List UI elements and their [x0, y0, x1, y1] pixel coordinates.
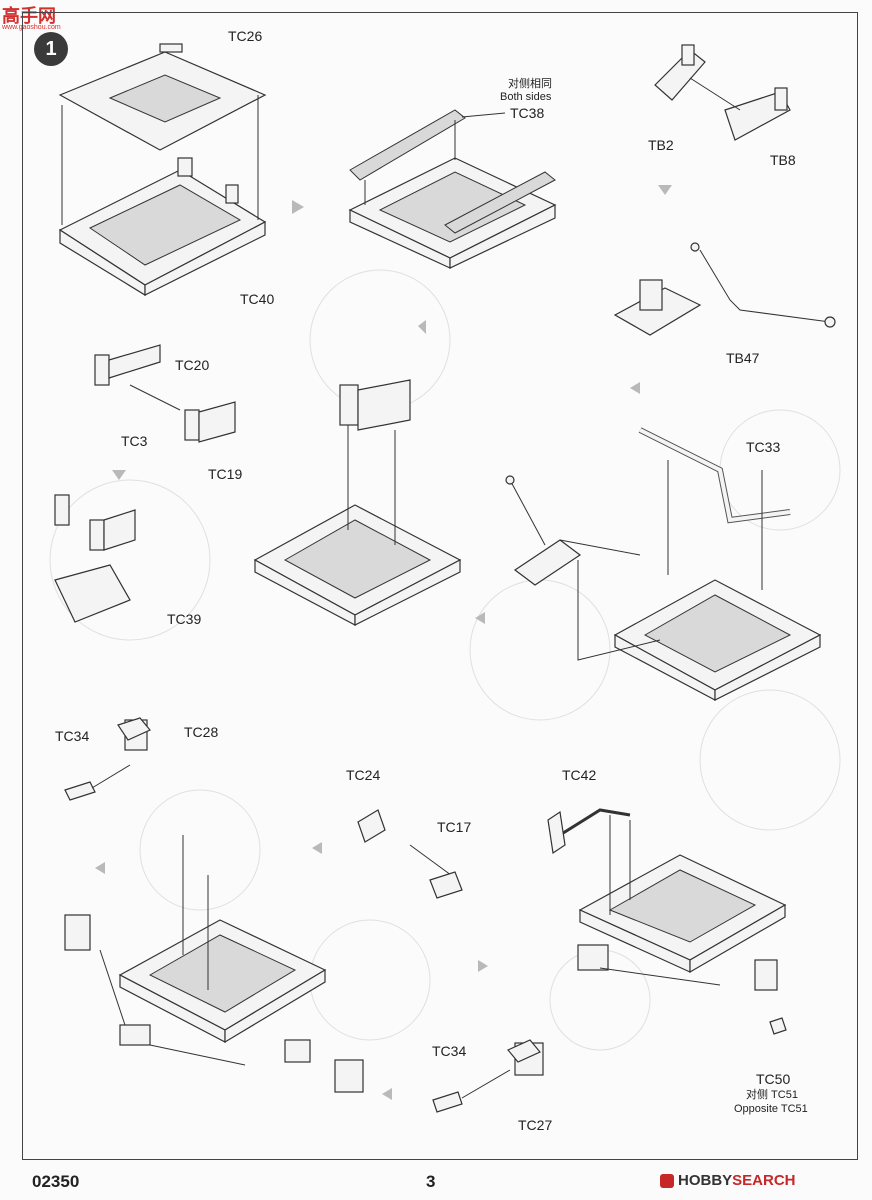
tc33-assembly-drawing: [505, 427, 822, 701]
label-tc38-note-en: Both sides: [500, 91, 552, 103]
label-tc34-upper: TC34: [55, 728, 90, 744]
tc39-drawing: [54, 494, 136, 623]
label-tb2: TB2: [648, 137, 674, 153]
page-frame: [22, 12, 858, 1160]
label-tc17: TC17: [437, 819, 472, 835]
tc40-frame-drawing: [58, 157, 267, 297]
step-number-badge: 1: [34, 32, 68, 66]
lower-left-assembly-drawing: [64, 914, 364, 1093]
page-number: 3: [426, 1172, 436, 1191]
label-tc39: TC39: [167, 611, 202, 627]
hobbysearch-logo-icon: [660, 1173, 674, 1188]
tc34-tc27-drawing: [432, 1039, 544, 1113]
watermark-site: 高手网: [2, 6, 56, 26]
lower-right-assembly-drawing: [547, 808, 787, 1035]
hobbysearch-watermark: HOBBY SEARCH: [660, 1172, 796, 1189]
label-tb8: TB8: [770, 152, 796, 168]
label-tc42: TC42: [562, 767, 597, 783]
tc24-tc17-drawing: [357, 809, 463, 899]
product-code: 02350: [32, 1172, 80, 1191]
label-tc40: TC40: [240, 291, 275, 307]
label-tb47: TB47: [726, 350, 760, 366]
label-tc50: TC50: [756, 1071, 791, 1087]
tb47-drawing: [613, 242, 836, 336]
label-tc51-cn: 对侧 TC51: [746, 1089, 798, 1101]
label-tc28: TC28: [184, 724, 219, 740]
label-tc3: TC3: [121, 433, 148, 449]
tc34-tc28-drawing: [64, 717, 151, 801]
tc26-plate-drawing: [58, 43, 267, 151]
watermark-logo: 高手网 www.gaoshou.com: [2, 2, 61, 31]
label-tc33: TC33: [746, 439, 781, 455]
label-tc24: TC24: [346, 767, 381, 783]
label-tc34-lower: TC34: [432, 1043, 467, 1059]
tc20-tc3-tc19-drawing: [94, 344, 236, 443]
label-tc27: TC27: [518, 1117, 553, 1133]
label-tc26: TC26: [228, 28, 263, 44]
watermark-url: www.gaoshou.com: [2, 24, 61, 31]
label-tc19: TC19: [208, 466, 243, 482]
label-tc38: TC38: [510, 105, 545, 121]
label-tc20: TC20: [175, 357, 210, 373]
label-tc51-en: Opposite TC51: [734, 1103, 808, 1115]
center-frame-row2-drawing: [253, 379, 462, 626]
brand-sub: SEARCH: [732, 1172, 796, 1189]
tc38-frame-drawing: [348, 109, 557, 269]
tb2-tb8-drawing: [654, 44, 791, 141]
label-tc38-note-cn: 对侧相同: [508, 78, 552, 90]
brand-name: HOBBY: [678, 1172, 733, 1189]
